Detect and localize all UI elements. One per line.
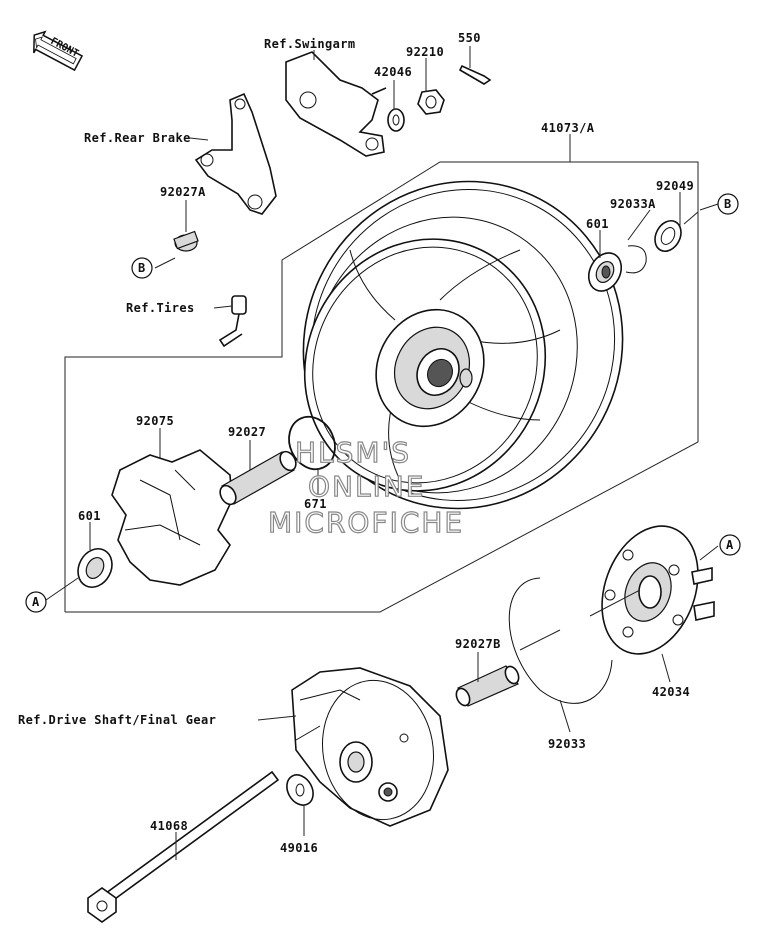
label-92210: 92210 [406,45,444,59]
label-92033A: 92033A [610,197,656,211]
leader-lines [89,46,719,860]
washer-49016 [286,774,314,806]
washer-42046 [387,108,405,132]
swingarm-ref [285,51,387,157]
label-550: 550 [458,31,481,45]
damper-92075 [111,449,233,586]
label-42046: 42046 [374,65,412,79]
label-92049: 92049 [656,179,694,193]
circlip-92033 [508,577,613,704]
ref-circle-B-right [717,193,739,215]
collar-92027A [173,230,199,252]
label-92033: 92033 [548,737,586,751]
wheel-group-frame [64,161,699,613]
nut-92210 [417,89,445,115]
circlip-92033A [625,245,647,274]
collar-92027B [455,665,520,707]
label-41073A: 41073/A [541,121,595,135]
ref-circle-A-right [719,534,741,556]
rear-wheel [302,180,624,510]
bearing-601-top [587,252,623,292]
coupling-42034 [601,525,715,655]
collar-92027 [219,450,297,506]
label-ref-rear-brake: Ref.Rear Brake [84,131,191,145]
ref-A-right-label: A [726,538,734,552]
label-ref-tires: Ref.Tires [126,301,195,315]
ref-B-left-label: B [138,261,146,275]
label-92075: 92075 [136,414,174,428]
cotter-pin-550 [458,64,492,85]
label-601-top: 601 [586,217,609,231]
label-42034: 42034 [652,685,690,699]
label-41068: 41068 [150,819,188,833]
valve-stem [218,295,247,348]
watermark-line3: MICROFICHE [268,506,464,539]
ref-B-right-label: B [724,197,732,211]
label-49016: 49016 [280,841,318,855]
label-92027: 92027 [228,425,266,439]
label-92027A: 92027A [160,185,206,199]
watermark-line1: HLSM'S [295,436,411,469]
ref-circle-B-left [131,257,153,279]
label-ref-drive-shaft: Ref.Drive Shaft/Final Gear [18,713,216,727]
rear-brake-bracket [194,92,277,215]
axle-41068 [87,770,280,923]
final-gear-case [291,667,449,827]
ref-circle-A-left [25,591,47,613]
ref-A-left-label: A [32,595,40,609]
bearing-601-left [77,548,113,588]
front-arrow-icon [33,30,84,72]
label-671: 671 [304,497,327,511]
watermark-line2: ONLINE [308,470,425,503]
label-601-left: 601 [78,509,101,523]
o-ring-671 [288,415,336,471]
label-92027B: 92027B [455,637,501,651]
seal-92049 [654,219,682,253]
label-ref-swingarm: Ref.Swingarm [264,37,356,51]
